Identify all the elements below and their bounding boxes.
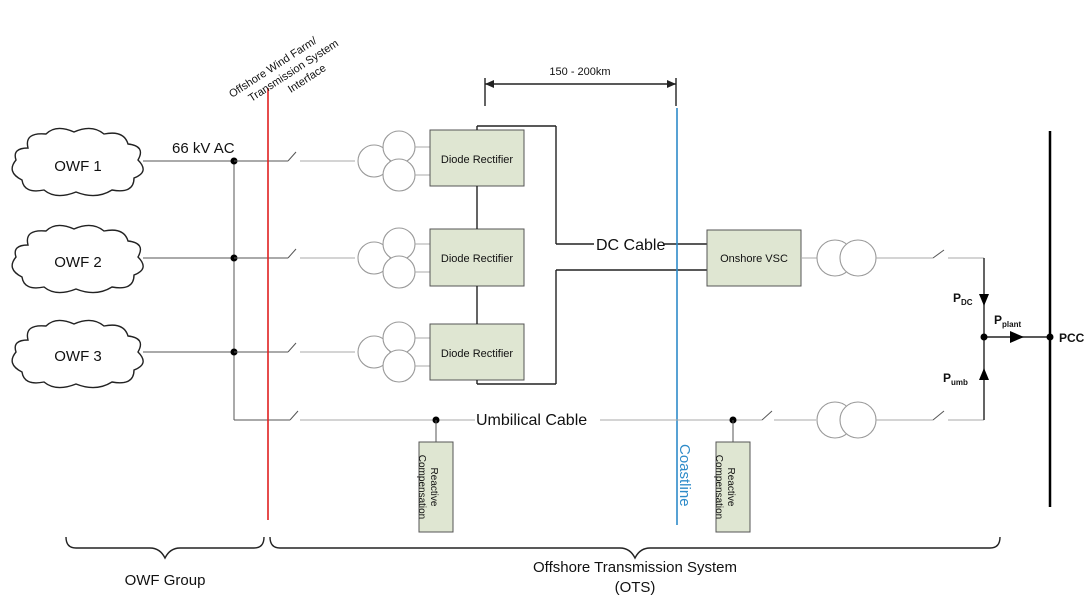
onshore-transformer-1 — [816, 239, 877, 277]
p-dc-sub: DC — [961, 298, 973, 307]
power-flow — [979, 131, 1054, 507]
owf-1-cloud: OWF 1 — [11, 127, 144, 197]
owf-3-cloud: OWF 3 — [11, 319, 144, 389]
pcc-label: PCC — [1059, 331, 1085, 345]
ac-collector — [143, 157, 290, 421]
p-umb-label: Pumb — [943, 371, 968, 387]
onshore-transformer-2 — [816, 401, 877, 439]
reactive-compensation-2-line-1: Reactive — [725, 468, 736, 507]
offshore-transformer-3 — [357, 321, 416, 383]
offshore-transformer-2 — [357, 227, 416, 289]
diode-rectifier-1: Diode Rectifier — [429, 129, 525, 187]
reactive-compensation-1-line-1: Reactive — [428, 468, 439, 507]
p-dc-base: P — [953, 291, 961, 305]
voltage-label: 66 kV AC — [172, 140, 235, 157]
owf-1-label: OWF 1 — [54, 158, 102, 175]
ots-label-line-2: (OTS) — [615, 579, 656, 596]
diode-rectifier-1-label: Diode Rectifier — [441, 154, 513, 166]
umbilical-cable-label: Umbilical Cable — [476, 412, 587, 429]
coastline-label: Coastline — [676, 444, 693, 507]
offshore-transformer-1 — [357, 130, 416, 192]
owf-2-cloud: OWF 2 — [11, 224, 144, 294]
diode-rectifier-3-label: Diode Rectifier — [441, 348, 513, 360]
p-plant-label: Pplant — [994, 313, 1021, 329]
p-umb-sub: umb — [951, 378, 968, 387]
diode-rectifier-2: Diode Rectifier — [429, 228, 525, 287]
umbilical-cable — [289, 410, 816, 442]
owf-group-label: OWF Group — [125, 572, 206, 589]
p-plant-arrow — [1010, 331, 1024, 343]
onshore-vsc-label: Onshore VSC — [720, 253, 788, 265]
reactive-compensation-1: Reactive Compensation — [416, 441, 454, 533]
owf-2-label: OWF 2 — [54, 254, 102, 271]
diode-rectifier-2-label: Diode Rectifier — [441, 253, 513, 265]
ots-label-line-1: Offshore Transmission System — [533, 559, 737, 576]
dc-cable-label: DC Cable — [596, 237, 665, 254]
distance-marker — [484, 78, 677, 106]
ots-brace — [269, 536, 1001, 560]
p-umb-base: P — [943, 371, 951, 385]
offshore-breakers — [287, 151, 355, 353]
dc-circuit — [476, 125, 707, 385]
onshore-vsc: Onshore VSC — [706, 229, 802, 287]
transformer-to-rectifier — [415, 146, 430, 367]
p-plant-base: P — [994, 313, 1002, 327]
interface-label: Offshore Wind Farm/ Transmission System … — [227, 34, 341, 104]
pcc-node — [980, 333, 988, 341]
diode-rectifier-3: Diode Rectifier — [429, 323, 525, 381]
p-plant-sub: plant — [1002, 320, 1021, 329]
p-dc-label: PDC — [953, 291, 973, 307]
p-dc-arrow — [979, 294, 989, 306]
owf-3-label: OWF 3 — [54, 348, 102, 365]
reactive-compensation-2: Reactive Compensation — [713, 441, 751, 533]
owf-group-brace — [65, 536, 265, 560]
p-umb-arrow — [979, 368, 989, 380]
distance-label: 150 - 200km — [549, 66, 610, 78]
reactive-compensation-1-line-2: Compensation — [416, 455, 427, 519]
reactive-compensation-2-line-2: Compensation — [713, 455, 724, 519]
